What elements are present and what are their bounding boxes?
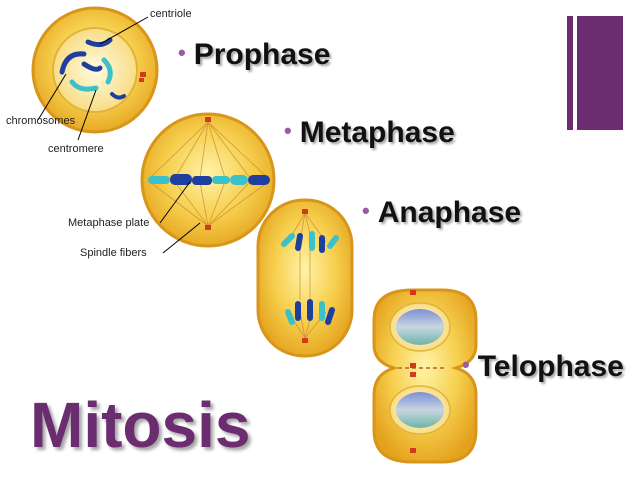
centriole-mark	[140, 72, 146, 77]
label-centriole: centriole	[150, 8, 192, 20]
decorative-bars	[567, 16, 623, 130]
metaphase-cell	[140, 112, 276, 254]
bullet-icon: •	[284, 118, 292, 143]
label-chromosomes: chromosomes	[6, 115, 76, 127]
bullet-icon: •	[362, 198, 370, 223]
phase-name: Anaphase	[377, 196, 522, 229]
label-centromere: centromere	[48, 143, 104, 155]
phase-name: Telophase	[477, 350, 624, 383]
anaphase-cell	[256, 198, 354, 358]
prophase-cell	[31, 6, 159, 141]
bullet-icon: •	[178, 40, 186, 65]
slide-title: Mitosis	[30, 389, 251, 461]
phase-label-prophase: • Prophase	[178, 38, 330, 72]
label-metaphase-plate: Metaphase plate	[68, 217, 150, 229]
telophase-cell	[372, 288, 478, 464]
phase-label-telophase: • Telophase	[462, 350, 624, 384]
bullet-icon: •	[462, 352, 470, 377]
phase-name: Prophase	[193, 38, 331, 71]
label-spindle-fibers: Spindle fibers	[80, 247, 147, 259]
phase-label-anaphase: • Anaphase	[362, 196, 521, 230]
phase-label-metaphase: • Metaphase	[284, 116, 455, 150]
phase-name: Metaphase	[299, 116, 455, 149]
